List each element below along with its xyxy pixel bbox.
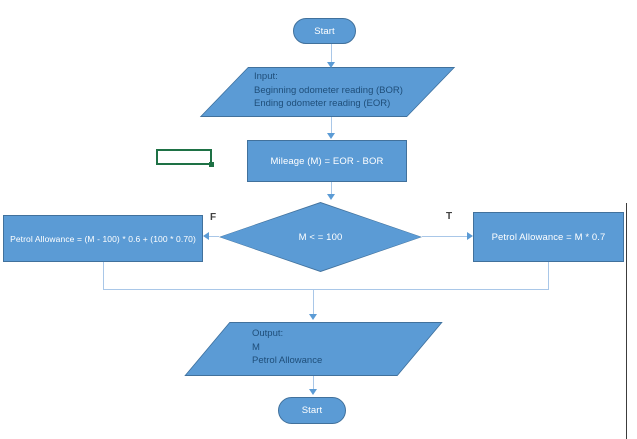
- connector-mileage-to-decision: [331, 182, 332, 195]
- output-text: Output: M Petrol Allowance: [252, 327, 322, 368]
- input-text: Input: Beginning odometer reading (BOR) …: [254, 70, 403, 111]
- excel-cell-selection-box[interactable]: [156, 149, 214, 167]
- process-true-label: Petrol Allowance = M * 0.7: [491, 231, 606, 243]
- connector-start-to-input: [331, 44, 332, 63]
- terminal-start-bottom-label: Start: [301, 405, 323, 416]
- input-line-bor: Beginning odometer reading (BOR): [254, 84, 403, 96]
- arrowhead-into-output: [309, 314, 317, 320]
- connector-input-to-mileage: [331, 117, 332, 134]
- connector-merge-horizontal: [103, 289, 549, 290]
- arrowhead-into-input: [327, 62, 335, 68]
- arrowhead-into-false-rect: [203, 232, 209, 240]
- arrowhead-into-mileage: [327, 133, 335, 139]
- process-mileage-rect[interactable]: Mileage (M) = EOR - BOR: [247, 140, 407, 182]
- process-false-label: Petrol Allowance = (M - 100) * 0.6 + (10…: [10, 233, 196, 244]
- true-branch-label: T: [446, 211, 453, 222]
- cell-fill-handle[interactable]: [209, 162, 214, 167]
- connector-true-down: [548, 262, 549, 289]
- terminal-start-top[interactable]: Start: [293, 18, 356, 44]
- output-line-m: M: [252, 341, 260, 353]
- terminal-start-bottom[interactable]: Start: [278, 397, 346, 424]
- page-edge-line: [626, 203, 627, 439]
- connector-true-branch: [422, 236, 467, 237]
- arrowhead-into-decision: [327, 194, 335, 200]
- arrowhead-into-true-rect: [467, 232, 473, 240]
- connector-false-down: [103, 262, 104, 289]
- process-false-rect[interactable]: Petrol Allowance = (M - 100) * 0.6 + (10…: [3, 215, 203, 262]
- connector-merge-to-output: [313, 289, 314, 315]
- input-title: Input:: [254, 71, 278, 82]
- process-true-rect[interactable]: Petrol Allowance = M * 0.7: [473, 212, 624, 262]
- connector-output-to-end: [313, 376, 314, 390]
- output-line-allowance: Petrol Allowance: [252, 355, 323, 366]
- output-title: Output:: [252, 328, 284, 339]
- decision-diamond[interactable]: M < = 100: [219, 202, 422, 272]
- arrowhead-into-end: [309, 389, 317, 395]
- process-mileage-label: Mileage (M) = EOR - BOR: [270, 155, 384, 167]
- connector-false-branch: [209, 236, 219, 237]
- false-branch-label: F: [210, 212, 217, 223]
- terminal-start-top-label: Start: [314, 25, 335, 37]
- decision-label: M < = 100: [298, 231, 343, 243]
- input-line-eor: Ending odometer reading (EOR): [254, 98, 391, 109]
